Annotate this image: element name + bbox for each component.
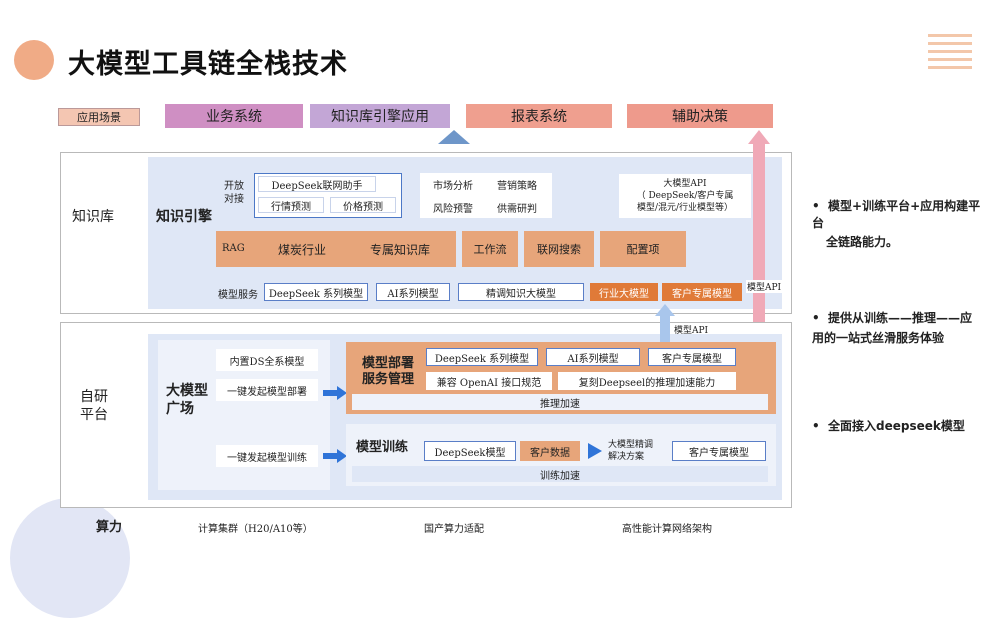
deploy-accel: 推理加速 (352, 394, 768, 410)
knowledge-label: 知识库 (72, 209, 114, 225)
analysis-item-2: 风险预警 (433, 203, 473, 215)
assistant-item-0: 行情预测 (258, 197, 324, 213)
plaza-label: 大模型 广场 (166, 383, 208, 417)
open-connect-label: 开放 对接 (224, 181, 244, 205)
api-right-label: 模型API (746, 280, 783, 293)
decor-circle-orange (14, 40, 54, 80)
compute-item-0: 计算集群（H20/A10等） (198, 524, 313, 535)
train-model: DeepSeek模型 (424, 441, 516, 461)
scenario-tag: 应用场景 (58, 108, 140, 126)
plaza-item-1: 一键发起模型部署 (216, 379, 318, 401)
rag-bar (216, 231, 456, 267)
compute-item-1: 国产算力适配 (424, 524, 484, 535)
bullet-dot: • (812, 311, 829, 325)
play-arrow-icon (588, 443, 602, 459)
train-solution: 大模型精调 解决方案 (608, 440, 654, 462)
bullet-0-line2: 全链路能力。 (826, 235, 899, 249)
assistant-title: DeepSeek联网助手 (258, 176, 376, 192)
tool-config: 配置项 (600, 231, 686, 267)
service-3: 行业大模型 (590, 283, 658, 301)
analysis-item-1: 营销策略 (497, 180, 537, 192)
train-label: 模型训练 (356, 440, 409, 455)
deploy-compat: 兼容 OpenAI 接口规范 (426, 372, 552, 390)
api-box: 大模型API （ DeepSeek/客户专属 模型/混元/行业模型等） (619, 174, 751, 218)
bullet-2: • 全面接入deepseek模型 (812, 418, 988, 435)
deploy-accel-cap: 复刻Deepseel的推理加速能力 (558, 372, 736, 390)
service-1: AI系列模型 (376, 283, 450, 301)
deploy-model-2: 客户专属模型 (648, 348, 736, 366)
service-0: DeepSeek 系列模型 (264, 283, 368, 301)
analysis-box (420, 173, 552, 218)
plaza-item-2: 一键发起模型训练 (216, 445, 318, 467)
service-2: 精调知识大模型 (458, 283, 584, 301)
deploy-model-0: DeepSeek 系列模型 (426, 348, 538, 366)
bullet-1-line1: 提供从训练——推理——应 用的一站式丝滑服务体验 (812, 311, 985, 345)
train-accel: 训练加速 (352, 466, 768, 482)
rag-item-0: 煤炭行业 (278, 243, 327, 257)
tool-web-search: 联网搜索 (524, 231, 594, 267)
rag-label: RAG (222, 243, 245, 254)
analysis-item-0: 市场分析 (433, 180, 473, 192)
up-arrow-icon (438, 130, 470, 144)
rag-item-1: 专属知识库 (370, 243, 431, 257)
blue-arrow-head-icon (655, 304, 675, 316)
decor-stripes (928, 34, 972, 74)
analysis-item-3: 供需研判 (497, 203, 537, 215)
compute-item-2: 高性能计算网络架构 (622, 524, 712, 535)
arrow-right-icon (323, 386, 347, 400)
compute-label: 算力 (96, 520, 123, 535)
blue-arrow-shaft (660, 314, 670, 342)
assistant-item-1: 价格预测 (330, 197, 396, 213)
service-label: 模型服务 (218, 290, 258, 301)
plaza-item-0: 内置DS全系模型 (216, 349, 318, 371)
train-data: 客户数据 (520, 441, 580, 461)
deploy-label: 模型部署 服务管理 (362, 356, 415, 387)
bullet-2-line1: 全面接入deepseek模型 (828, 419, 965, 433)
bullet-dot: • (812, 419, 829, 433)
pink-arrow-head-icon (748, 130, 770, 144)
bullet-dot: • (812, 199, 829, 213)
page-title: 大模型工具链全栈技术 (68, 49, 348, 80)
tool-workflow: 工作流 (462, 231, 518, 267)
arrow-right-icon (323, 449, 347, 463)
scenario-report: 报表系统 (466, 104, 612, 128)
scenario-decision: 辅助决策 (627, 104, 773, 128)
scenario-kb-app: 知识库引擎应用 (310, 104, 450, 128)
deploy-model-1: AI系列模型 (546, 348, 640, 366)
api-mid-label: 模型API (674, 326, 709, 336)
bullet-1: • 提供从训练——推理——应 用的一站式丝滑服务体验 (812, 308, 985, 348)
service-4: 客户专属模型 (662, 283, 742, 301)
bullet-0: • 模型+训练平台+应用构建平台 全链路能力。 (812, 198, 984, 251)
scenario-business: 业务系统 (165, 104, 303, 128)
bullet-0-line1: 模型+训练平台+应用构建平台 (812, 199, 981, 230)
knowledge-engine-label: 知识引擎 (156, 209, 212, 225)
train-result: 客户专属模型 (672, 441, 766, 461)
platform-label: 自研 平台 (80, 389, 108, 423)
